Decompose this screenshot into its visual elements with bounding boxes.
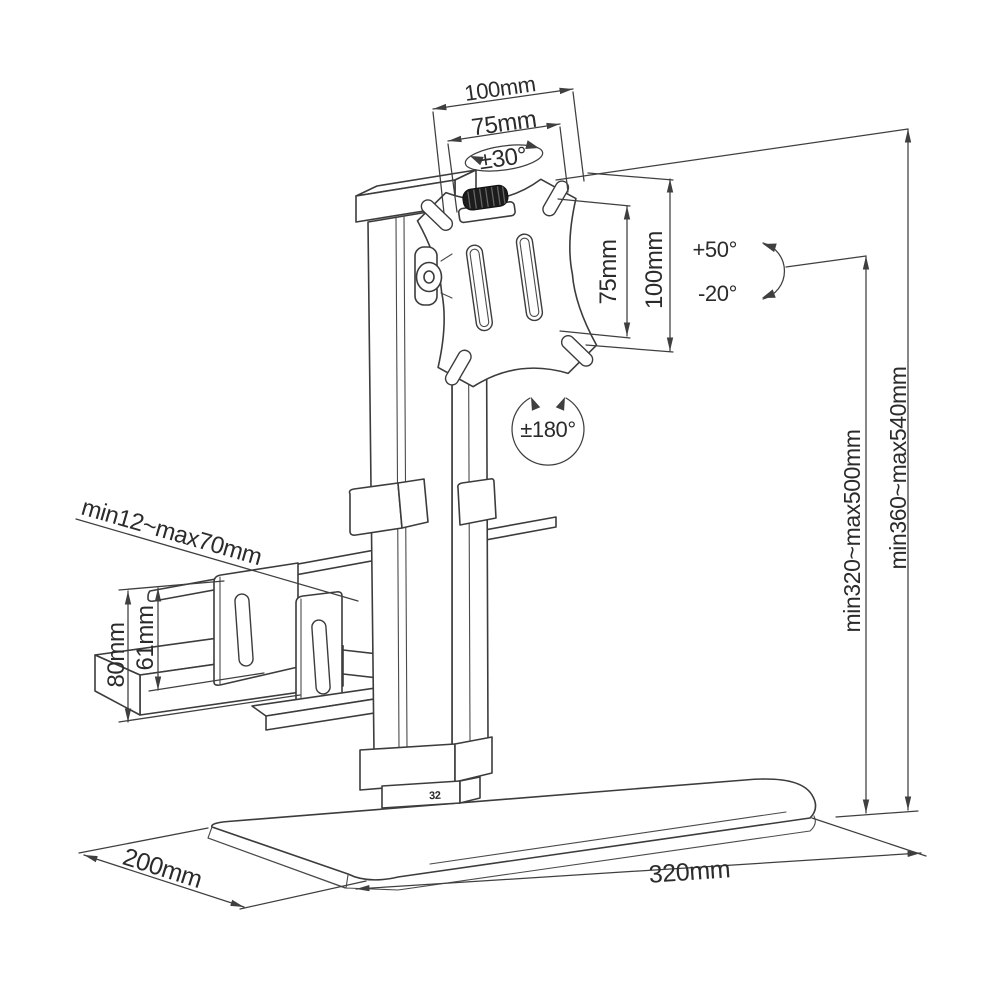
dim-height-range-column: min320~max500mm [839,255,870,814]
vesa-plate [416,178,598,388]
ext-line-80-bottom [118,694,301,723]
pole-front-face [367,207,453,753]
ext-line-320mm [811,817,927,857]
dim-vesa-height-inner: 75mm [557,198,631,339]
vesa-slot-bottom-right [560,335,594,367]
label-swivel: ±30° [477,142,528,175]
label-100mm-top: 100mm [463,71,537,106]
dim-rotation-angle: ±180° [511,397,585,466]
rotation-circle-arrow [511,397,585,466]
label-100mm-vert: 100mm [641,231,668,309]
label-200mm: 200mm [119,843,205,894]
cpu-bracket-front-slot [311,619,331,695]
base-thickness-front [207,815,816,891]
dim-line-200mm [83,854,245,908]
label-tilt-up: +50° [692,237,737,262]
vesa-center-slots [465,233,544,332]
cpu-width-leader-line [75,518,359,602]
vesa-plate-body [416,178,598,388]
label-tilt-down: -20° [698,281,737,306]
swivel-arrowhead-right [525,140,539,149]
dim-tilt-angle: +50° -20° [692,237,867,306]
dim-line-75mm-top [447,122,561,143]
knob-ridges [467,186,506,209]
cable-clamp-left-front [348,482,403,536]
cpu-bracket-left-slot [234,593,254,667]
pole-foot-right [454,736,493,783]
label-75mm-vert: 75mm [595,239,622,304]
pole-plinth-front [381,780,461,809]
ext-line-80-61-top [118,580,225,591]
dim-height-range-total: min360~max540mm [555,128,919,818]
ext-line-height-total-top [555,128,909,181]
rotation-arrowhead-left [531,397,541,411]
dim-cpu-height-inner: 61mm [132,587,265,692]
vesa-slot-bottom-left [444,349,472,386]
dim-base-length: 320mm [355,817,927,892]
label-height-column: min320~max500mm [839,429,865,632]
tilt-connector-line [785,255,867,268]
label-80mm: 80mm [103,622,130,687]
dim-cpu-height-outer: 80mm [103,580,301,723]
dim-swivel-angle: ±30° [464,140,544,175]
ext-lines-100mm-top [432,91,585,214]
vesa-center-slot-right [515,233,544,322]
cable-clamp-left-side [397,478,429,529]
ext-line-heights-bottom [835,810,919,818]
label-rotation: ±180° [520,417,576,442]
label-cpu-width: min12~max70mm [78,494,264,571]
swivel-ellipse-arrow [464,144,544,172]
dim-line-100mm-top [432,87,574,111]
ball-joint-inner [423,270,435,284]
label-height-total: min360~max540mm [885,366,911,569]
ball-joint-links [440,253,453,299]
swivel-arrowhead-left [470,156,484,166]
cable-clamp-right [457,478,497,526]
vesa-corner-slots [420,180,594,386]
cpu-bracket-left [213,562,299,686]
ball-joint [414,246,453,306]
vesa-center-slot-left-inner [469,248,490,328]
dim-line-320mm [355,850,922,892]
rotation-arrowhead-right [555,397,565,411]
ext-lines-200mm [78,827,367,910]
label-75mm-top: 75mm [470,106,538,142]
vesa-slot-top-left [420,199,454,231]
tension-knob [462,184,509,211]
label-61mm: 61mm [132,605,159,670]
ext-lines-75mm-vert [557,198,631,339]
pole-plinth-right [459,776,481,804]
ext-lines-100mm-vert [585,172,674,353]
ext-line-61-bottom [148,672,265,692]
tilt-arrowhead-up [763,243,777,253]
vesa-center-slot-right-inner [519,237,540,318]
label-320mm: 320mm [648,855,731,889]
tilt-arrowhead-down [762,289,776,298]
ext-lines-75mm-top [447,126,569,213]
foot-marking-label: 32 [429,790,441,803]
vesa-center-slot-left [465,244,493,332]
vesa-slot-top-right [542,180,570,217]
dim-vesa-height-outer: 100mm [585,172,674,353]
